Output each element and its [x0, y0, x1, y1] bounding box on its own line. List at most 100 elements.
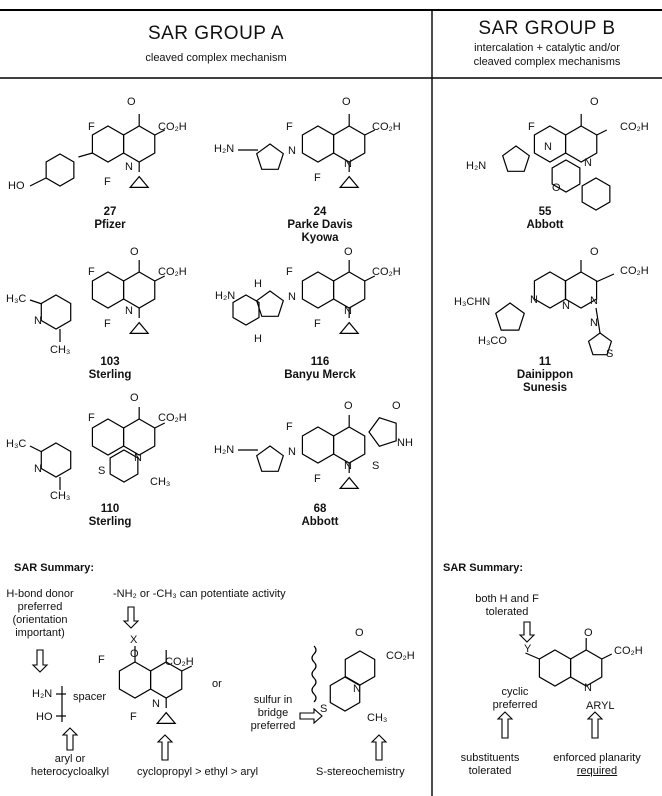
atom-label: N	[562, 300, 570, 312]
ring	[301, 426, 335, 464]
y-substituent: Y	[524, 643, 532, 655]
compound-103-number: 103	[100, 356, 120, 368]
atom-label: F	[528, 121, 535, 133]
ring	[332, 271, 366, 309]
atom-label: S	[98, 465, 106, 477]
nh2-ch3-note: -NH₂ or -CH₃ can potentiate activity	[113, 588, 286, 600]
atom-label: CH₃	[50, 344, 71, 356]
bond	[595, 273, 615, 283]
ring	[587, 332, 613, 356]
summary-atom: O	[584, 627, 593, 639]
bond	[78, 152, 93, 158]
atom-label: F	[104, 318, 111, 330]
atom-label: N	[584, 157, 592, 169]
spacer-label: spacer	[73, 691, 107, 703]
compound-55-company: Abbott	[526, 219, 564, 231]
compound-110-number: 110	[100, 503, 120, 515]
atom-label: F	[286, 121, 293, 133]
atom-label: F	[104, 176, 111, 188]
atom-label: N	[288, 145, 296, 157]
atom-label: CH₃	[150, 476, 171, 488]
ring	[538, 649, 572, 687]
atom-label: H₃CO	[478, 335, 507, 347]
atom-label: O	[130, 246, 139, 258]
atom-label: N	[34, 463, 42, 475]
atom-label: O	[344, 400, 353, 412]
compound-11-company2: Sunesis	[522, 382, 568, 394]
frame	[0, 9, 662, 796]
ring	[40, 442, 72, 478]
bond	[364, 129, 376, 136]
aryl-group: ARYL	[586, 700, 615, 712]
hf-line2: tolerated	[485, 606, 529, 618]
atom-label: F	[88, 412, 95, 424]
ring	[551, 159, 581, 193]
atom-label: F	[88, 266, 95, 278]
h2n-label: H₂N	[32, 688, 53, 700]
atom-label: O	[344, 246, 353, 258]
bond	[29, 299, 43, 305]
summary-atom: O	[355, 627, 364, 639]
hf-line1: both H and F	[475, 593, 539, 605]
cyclic-line2: preferred	[492, 699, 538, 711]
atom-label: N	[530, 294, 538, 306]
ring	[255, 143, 285, 170]
summary-arrows	[31, 606, 604, 761]
compound-116-number: 116	[310, 356, 330, 368]
arrow-up-icon	[496, 711, 514, 739]
ring	[329, 676, 361, 712]
cyclopropyl-ring	[338, 321, 360, 334]
or-label: or	[212, 678, 222, 690]
arrow-down-icon	[518, 621, 536, 643]
atom-label: F	[314, 318, 321, 330]
atom-label: NH	[397, 437, 413, 449]
atom-label: O	[552, 182, 561, 194]
group-b-subtitle-line2: cleaved complex mechanisms	[473, 56, 621, 68]
ring	[40, 294, 72, 330]
arrow-up-icon	[370, 734, 388, 761]
atom-label: CO₂H	[620, 121, 649, 133]
bond	[601, 653, 613, 660]
compound-11-company: Dainippon	[516, 369, 574, 381]
atom-label: F	[286, 421, 293, 433]
substituents-line1: substituents	[460, 752, 520, 764]
ring	[232, 294, 260, 326]
atom-label: CO₂H	[158, 412, 187, 424]
ring	[45, 153, 75, 187]
ring	[564, 271, 598, 309]
arrow-up-icon	[586, 711, 604, 739]
ring	[149, 661, 183, 699]
arrow-down-icon	[31, 649, 49, 673]
atom-label: F	[314, 172, 321, 184]
x-substituent: X	[130, 634, 138, 646]
bond	[29, 177, 47, 187]
ring	[118, 661, 152, 699]
ring	[91, 125, 125, 163]
bond	[154, 129, 166, 136]
ring	[122, 271, 156, 309]
summary-atom: F	[130, 711, 137, 723]
hbond-line3: (orientation	[12, 614, 68, 626]
ring	[564, 125, 598, 163]
atom-label: CO₂H	[620, 265, 649, 277]
planarity-line2: required	[576, 765, 618, 777]
bond	[595, 307, 601, 334]
compound-116-company: Banyu Merck	[284, 369, 356, 381]
summary-atom: N	[584, 682, 592, 694]
compound-11-number: 11	[538, 356, 552, 368]
arrow-down-icon	[122, 606, 140, 629]
cyclopropyl-ring	[338, 175, 360, 188]
ring	[91, 271, 125, 309]
compound-27-company: Pfizer	[94, 219, 126, 231]
bond	[525, 652, 540, 660]
atom-label: N	[288, 291, 296, 303]
ring	[109, 449, 139, 483]
hbond-line1: H-bond donor	[6, 588, 74, 600]
atom-label: H₃CHN	[454, 296, 491, 308]
ring	[368, 417, 397, 447]
atom-label: N	[344, 460, 352, 472]
atom-label: CO₂H	[372, 266, 401, 278]
atom-label: CO₂H	[158, 266, 187, 278]
atom-label: H₃C	[6, 293, 27, 305]
bond	[181, 665, 193, 672]
